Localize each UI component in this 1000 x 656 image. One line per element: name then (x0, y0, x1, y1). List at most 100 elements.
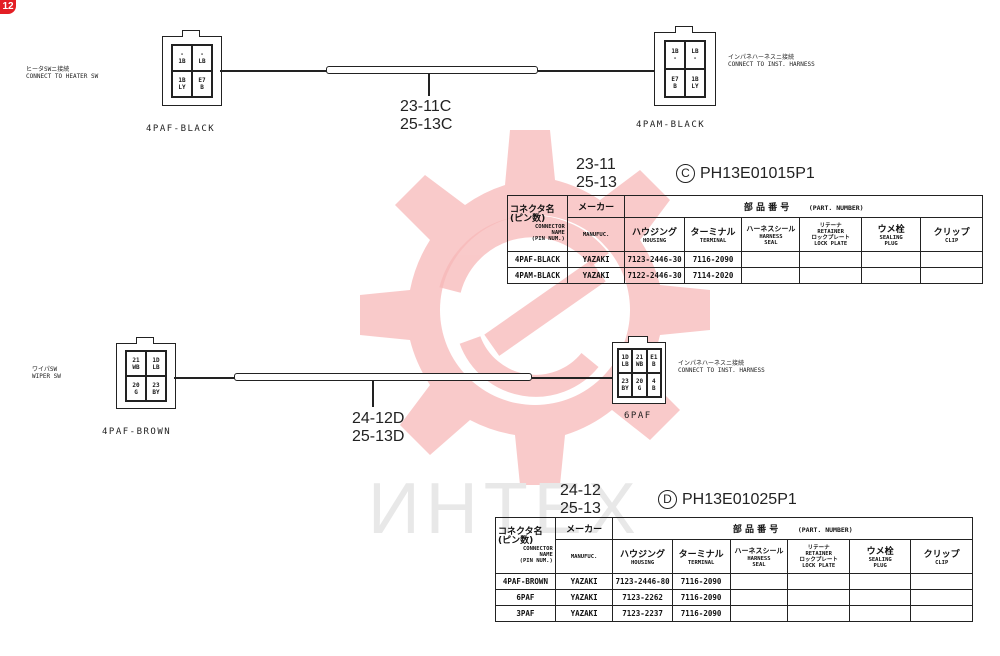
header-part-number: 部 品 番 号 (PART. NUMBER) (612, 517, 973, 540)
header-maker-en: MANUFUC. (566, 217, 626, 252)
parts-table-c: コネクタ名 (ピン数) CONNECTOR NAME (PIN NUM.) メー… (507, 195, 983, 284)
header-maker-jp: メーカー (566, 195, 626, 218)
connector-label-4paf-black: 4PAF-BLACK (146, 124, 216, 134)
wiper-sw-note: ワイパSW WIPER SW (32, 366, 61, 380)
inst-harness-note-c: インパネハーネスニ接続 CONNECT TO INST. HARNESS (728, 54, 815, 68)
connector-latch (628, 336, 648, 343)
harness-code-d: 24-12D 25-13D (352, 410, 404, 446)
wire (220, 70, 328, 72)
table-code-line: 25-13 (560, 500, 601, 517)
harness-code-c: 23-11C 25-13C (400, 98, 452, 134)
wire (538, 70, 654, 72)
page-number-badge: 12 (0, 0, 16, 14)
connector-label-4pam-black: 4PAM-BLACK (636, 120, 706, 130)
connector-latch (182, 30, 200, 37)
table-code-d: 24-12 25-13 (560, 482, 601, 518)
table-code-line: 23-11 (576, 156, 616, 173)
table-code-c: 23-11 25-13 (576, 156, 617, 192)
connector-latch (675, 26, 693, 33)
harness-sleeve (234, 373, 532, 381)
header-connector: コネクタ名 (ピン数) CONNECTOR NAME (PIN NUM.) (495, 517, 556, 574)
pin-cell: 1B- (665, 41, 685, 69)
wire (174, 377, 236, 379)
header-maker-en: MANUFUC. (554, 539, 614, 574)
pin-cell: -1B (172, 45, 192, 71)
part-number-c: C PH13E01015P1 (676, 164, 815, 183)
watermark-logo (360, 130, 710, 485)
connector-label-4paf-brown: 4PAF-BROWN (102, 427, 172, 437)
table-code-line: 24-12 (560, 482, 601, 499)
part-number-text: PH13E01025P1 (682, 491, 797, 508)
wiper-sw-note-en: WIPER SW (32, 373, 61, 380)
inst-harness-note-jp: インパネハーネスニ接続 (678, 360, 745, 367)
inst-harness-note-d: インパネハーネスニ接続 CONNECT TO INST. HARNESS (678, 360, 765, 374)
circle-letter-c: C (676, 164, 695, 183)
parts-table-d: コネクタ名 (ピン数) CONNECTOR NAME (PIN NUM.) メー… (495, 517, 973, 622)
pin-cell: -LB (192, 45, 212, 71)
inst-harness-note-en: CONNECT TO INST. HARNESS (678, 367, 765, 374)
pin-cell: LB- (685, 41, 705, 69)
wire (532, 377, 612, 379)
part-number-d: D PH13E01025P1 (658, 490, 797, 509)
header-part-number: 部 品 番 号 (PART. NUMBER) (624, 195, 983, 218)
header-maker-jp: メーカー (554, 517, 614, 540)
inst-harness-note-en: CONNECT TO INST. HARNESS (728, 61, 815, 68)
harness-code-line: 23-11C (400, 98, 452, 115)
heater-sw-note: ヒータSWニ接続 CONNECT TO HEATER SW (26, 66, 98, 80)
heater-sw-note-jp: ヒータSWニ接続 (26, 66, 70, 73)
harness-sleeve (326, 66, 538, 74)
harness-leader-line (428, 74, 430, 96)
connector-latch (136, 337, 154, 344)
heater-sw-note-en: CONNECT TO HEATER SW (26, 73, 99, 80)
part-number-text: PH13E01015P1 (700, 165, 815, 182)
harness-code-line: 25-13C (400, 116, 453, 133)
connector-label-6paf: 6PAF (624, 411, 652, 421)
harness-code-line: 25-13D (352, 428, 405, 445)
wiper-sw-note-jp: ワイパSW (32, 366, 58, 373)
harness-leader-line (372, 381, 374, 407)
table-code-line: 25-13 (576, 174, 617, 191)
header-connector: コネクタ名 (ピン数) CONNECTOR NAME (PIN NUM.) (507, 195, 568, 252)
harness-code-line: 24-12D (352, 410, 405, 427)
circle-letter-d: D (658, 490, 677, 509)
